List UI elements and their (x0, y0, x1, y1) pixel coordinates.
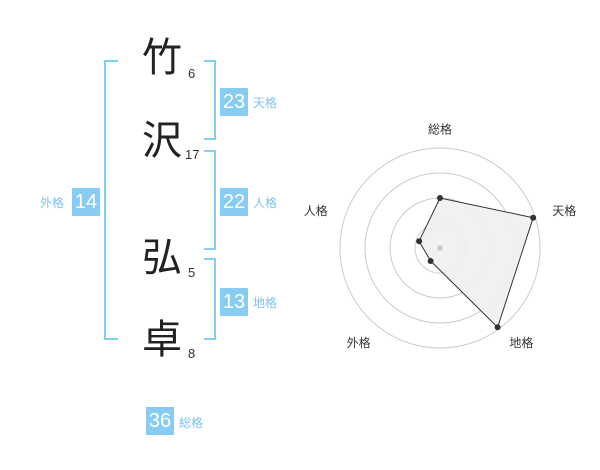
jinkaku-score: 22 (220, 188, 248, 216)
name-char-2: 沢 (142, 118, 182, 164)
name-char-3: 弘 (142, 235, 182, 281)
chikaku-bracket (204, 258, 216, 340)
soukaku-label: 総格 (179, 416, 204, 430)
tenkaku-label: 天格 (253, 96, 278, 110)
radar-point (416, 238, 423, 245)
stroke-count-2: 17 (185, 147, 200, 162)
gaikaku-score: 14 (72, 188, 100, 216)
radar-area (418, 197, 534, 329)
gaikaku-bracket (104, 60, 118, 340)
chikaku-score: 13 (220, 288, 248, 316)
chikaku-label: 地格 (253, 296, 278, 310)
radar-axis-label: 天格 (552, 203, 576, 218)
gaikaku-label: 外格 (40, 196, 65, 210)
stroke-count-4: 8 (188, 346, 196, 361)
radar-axis-label: 人格 (304, 203, 328, 218)
radar-point (437, 195, 443, 201)
jinkaku-bracket (204, 150, 216, 250)
jinkaku-label: 人格 (253, 196, 278, 210)
radar-point (427, 257, 434, 264)
radar-axis-label: 外格 (347, 335, 371, 350)
radar-point (494, 324, 501, 331)
radar-ring (339, 147, 541, 349)
radar-axis-label: 総格 (428, 122, 452, 137)
stroke-count-1: 6 (188, 66, 196, 81)
soukaku-score: 36 (146, 407, 174, 435)
radar-axis-label: 地格 (509, 335, 533, 350)
tenkaku-score: 23 (220, 88, 248, 116)
stroke-count-3: 5 (188, 265, 196, 280)
name-char-4: 卓 (142, 317, 182, 363)
radar-center-dot (437, 245, 443, 251)
radar-point (530, 214, 537, 221)
tenkaku-bracket (204, 60, 216, 140)
name-char-1: 竹 (142, 35, 182, 81)
